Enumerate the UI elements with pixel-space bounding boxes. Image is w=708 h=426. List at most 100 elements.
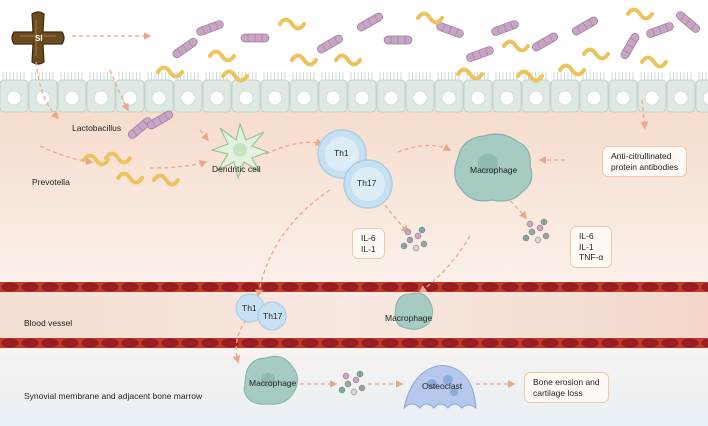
epithelial-nucleus [238, 90, 254, 106]
epithelial-nucleus [93, 90, 109, 106]
cytokine-particle [526, 220, 534, 228]
arrow-prevotella [39, 145, 94, 166]
red-blood-cell [41, 282, 59, 292]
bone-erosion-line1: Bone erosion and [533, 377, 600, 387]
cytokine-dots [338, 218, 550, 396]
epithelial-nucleus [557, 90, 573, 106]
rod-bacterium [675, 11, 701, 33]
cytokine-particle [542, 232, 550, 240]
acpa-line2: protein antibodies [611, 161, 679, 172]
cytokine-particle [522, 234, 530, 242]
rod-bacterium [146, 110, 174, 130]
acpa-line1: Anti-citrullinated [611, 151, 672, 161]
si-text: SI [35, 34, 43, 43]
red-blood-cell [401, 338, 419, 348]
epithelial-nucleus [499, 90, 515, 106]
rod-bacterium [316, 34, 344, 54]
cytokine-particle [536, 224, 544, 232]
arrow-to-dc [149, 159, 208, 169]
red-blood-cell [201, 282, 219, 292]
red-blood-cell [561, 282, 579, 292]
red-blood-cell [141, 338, 159, 348]
red-blood-cell [181, 338, 199, 348]
rod-bacterium [620, 32, 640, 60]
macrophage-bottom [243, 355, 298, 405]
red-blood-cell [441, 282, 459, 292]
rod-bacterium [571, 16, 599, 36]
cytokine-particle [400, 242, 408, 250]
bone-erosion-line2: cartilage loss [533, 387, 583, 398]
red-blood-cell [701, 338, 708, 348]
red-blood-cell [601, 338, 619, 348]
rod-bacterium [383, 35, 413, 45]
th-cells-vessel [235, 293, 287, 331]
cytokine-particle [540, 218, 548, 226]
label-th17-top: Th17 [357, 178, 377, 188]
arrow-vessel-down [232, 319, 247, 364]
epithelial-nucleus [296, 90, 312, 106]
arrow-epi-acpa [640, 99, 649, 130]
red-blood-cell [301, 282, 319, 292]
cytokine-right-2: TNF-α [579, 252, 604, 263]
gut-bacteria [82, 7, 701, 187]
red-blood-cell [561, 338, 579, 348]
epithelial-nucleus [586, 90, 602, 106]
arrows [35, 32, 649, 388]
epithelial-nucleus [615, 90, 631, 106]
red-blood-cell [61, 338, 79, 348]
arrow-lactobacillus [109, 69, 129, 112]
cytokine-particle [406, 236, 414, 244]
cytokine-particle [528, 228, 536, 236]
red-blood-cell [481, 338, 499, 348]
red-blood-cell [621, 338, 639, 348]
red-blood-cell [81, 282, 99, 292]
curved-bacterium [116, 171, 144, 185]
red-blood-cell [321, 338, 339, 348]
red-blood-cell [81, 338, 99, 348]
epithelial-cell [695, 79, 708, 113]
label-synovial: Synovial membrane and adjacent bone marr… [24, 391, 203, 401]
cytokine-left-0: IL-6 [361, 233, 376, 243]
curved-bacterium [502, 39, 530, 53]
red-blood-cell [141, 282, 159, 292]
curved-bacterium [208, 49, 236, 63]
arrow-th-vessel [255, 189, 331, 298]
red-blood-cell [681, 282, 699, 292]
red-blood-cell [421, 282, 439, 292]
red-blood-cell [501, 282, 519, 292]
epithelial-nucleus [383, 90, 399, 106]
red-blood-cell [21, 338, 39, 348]
cytokine-particle [418, 226, 426, 234]
red-blood-cell [701, 282, 708, 292]
label-th17-vessel: Th17 [263, 311, 283, 321]
epithelial-nucleus [180, 90, 196, 106]
arrow-mac-vessel [418, 235, 471, 293]
vessel-wall-top [0, 282, 708, 292]
cytokine-particle [344, 380, 352, 388]
red-blood-cell [461, 282, 479, 292]
epithelial-nucleus [644, 90, 660, 106]
red-blood-cell [241, 338, 259, 348]
rod-bacterium [436, 22, 464, 38]
cytokine-box-right: IL-6 IL-1 TNF-α [570, 226, 613, 268]
curved-bacterium [626, 7, 654, 21]
red-blood-cell [421, 338, 439, 348]
cytokine-particle [350, 388, 358, 396]
red-blood-cell [281, 338, 299, 348]
red-blood-cell [441, 338, 459, 348]
rod-bacterium [531, 32, 559, 52]
curved-bacterium [104, 151, 132, 165]
rod-bacterium [356, 12, 384, 32]
red-blood-cell [21, 282, 39, 292]
red-blood-cell [241, 282, 259, 292]
red-blood-cell [341, 338, 359, 348]
red-blood-cell [181, 282, 199, 292]
red-blood-cell [381, 338, 399, 348]
label-prevotella: Prevotella [32, 177, 70, 187]
vessel-wall-bottom [0, 338, 708, 348]
label-osteoclast: Osteoclast [422, 381, 463, 391]
red-blood-cell [121, 282, 139, 292]
cytokine-particle [358, 384, 366, 392]
red-blood-cell [501, 338, 519, 348]
